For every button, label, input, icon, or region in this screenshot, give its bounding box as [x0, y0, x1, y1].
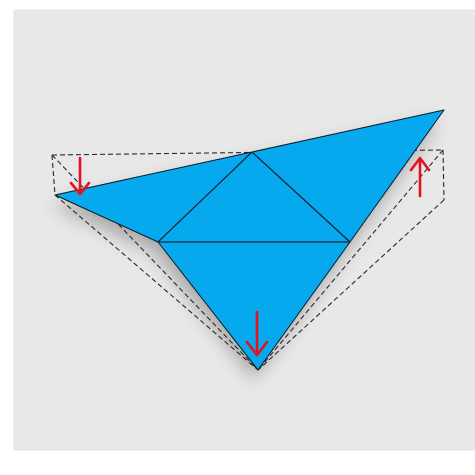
bottom-point-down-arrow	[245, 310, 269, 357]
dashed-lower-right-edge	[257, 199, 445, 371]
dashed-lower-left-edge	[54, 194, 259, 371]
crease-lines	[157, 151, 351, 243]
crease-top-right	[251, 151, 351, 243]
crease-top-left	[157, 151, 253, 243]
left-corner-down-arrow	[69, 156, 91, 196]
motion-arrows	[69, 156, 431, 357]
dashed-left-side	[51, 154, 56, 196]
dashed-right-side	[442, 149, 445, 201]
right-corner-up-arrow	[409, 156, 431, 198]
